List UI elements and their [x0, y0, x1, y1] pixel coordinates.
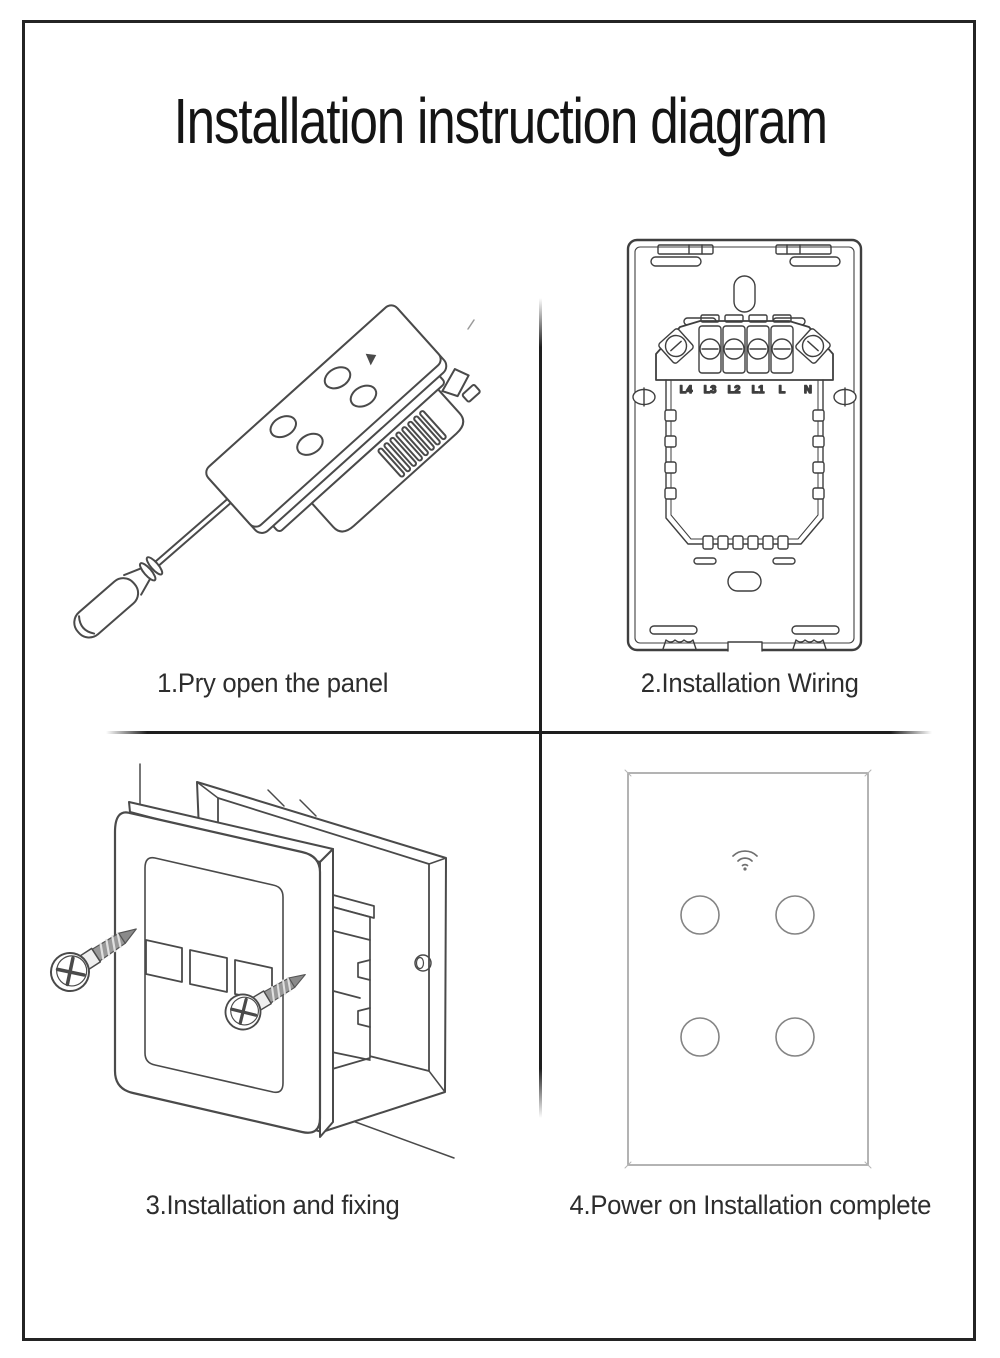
touch-button: [775, 1017, 815, 1057]
terminal-screws: [658, 328, 831, 364]
side-notches: [632, 387, 857, 407]
svg-text:L1: L1: [752, 384, 765, 396]
svg-text:L4: L4: [680, 384, 694, 396]
mounting-screw-bottom: [224, 974, 306, 1031]
front-plate: [113, 801, 334, 1138]
svg-text:L2: L2: [728, 384, 741, 396]
keyhole-slot: [733, 275, 756, 313]
touch-buttons: [269, 366, 378, 456]
bottom-clip-row: [702, 535, 789, 550]
terminal-labels: L4 L3 L2 L1 L N: [679, 383, 813, 396]
touch-button: [680, 1017, 720, 1057]
step2-caption-text: 2.Installation Wiring: [641, 668, 859, 698]
mounting-clip: [441, 368, 470, 398]
top-mount-tabs: [650, 244, 841, 267]
switch-module: [310, 368, 481, 533]
tick-mark: [467, 319, 475, 330]
screwdriver-ferrule: [145, 556, 164, 576]
switch-panel: [205, 304, 481, 534]
step1-illustration: [73, 304, 481, 639]
phillips-cross: [55, 956, 86, 987]
screwdriver-icon: [73, 494, 237, 639]
svg-text:N: N: [804, 384, 812, 396]
terminal-block: L4 L3 L2 L1 L N: [655, 314, 834, 397]
step3-illustration: [50, 763, 455, 1159]
touch-button: [680, 895, 720, 935]
rear-plate: [626, 238, 863, 652]
step3-caption: 3.Installation and fixing: [40, 1190, 505, 1221]
svg-text:L: L: [779, 384, 786, 396]
divider-horizontal: [106, 731, 932, 734]
bottom-oval: [727, 571, 762, 592]
page-title: Installation instruction diagram: [0, 84, 1000, 158]
touch-button-circles: [680, 895, 815, 1057]
step1-caption-text: 1.Pry open the panel: [156, 668, 389, 698]
bottom-spring-clips: [662, 639, 827, 650]
box-screw-hole: [414, 954, 432, 972]
step4-caption: 4.Power on Installation complete: [540, 1190, 960, 1221]
front-glass-panel: [627, 772, 869, 1166]
touch-button: [775, 895, 815, 935]
wifi-icon: [732, 850, 758, 871]
screwdriver-handle: [73, 577, 140, 639]
step4-caption-text: 4.Power on Installation complete: [569, 1190, 931, 1220]
step2-caption: 2.Installation Wiring: [540, 668, 960, 699]
screw-tip: [118, 928, 137, 944]
step3-caption-text: 3.Installation and fixing: [145, 1190, 400, 1220]
arrow-mark: [365, 353, 377, 366]
heatsink-fins: [377, 410, 447, 478]
bottom-notch: [727, 641, 763, 652]
divider-vertical: [539, 298, 542, 1118]
module-recess: [664, 379, 825, 550]
svg-text:L3: L3: [704, 384, 717, 396]
step4-illustration: [624, 769, 872, 1169]
glass-face: [205, 304, 442, 528]
step1-caption: 1.Pry open the panel: [40, 668, 505, 699]
mounting-screw-top: [50, 928, 137, 992]
step2-illustration: L4 L3 L2 L1 L N: [626, 238, 863, 652]
page-title-text: Installation instruction diagram: [173, 85, 827, 157]
